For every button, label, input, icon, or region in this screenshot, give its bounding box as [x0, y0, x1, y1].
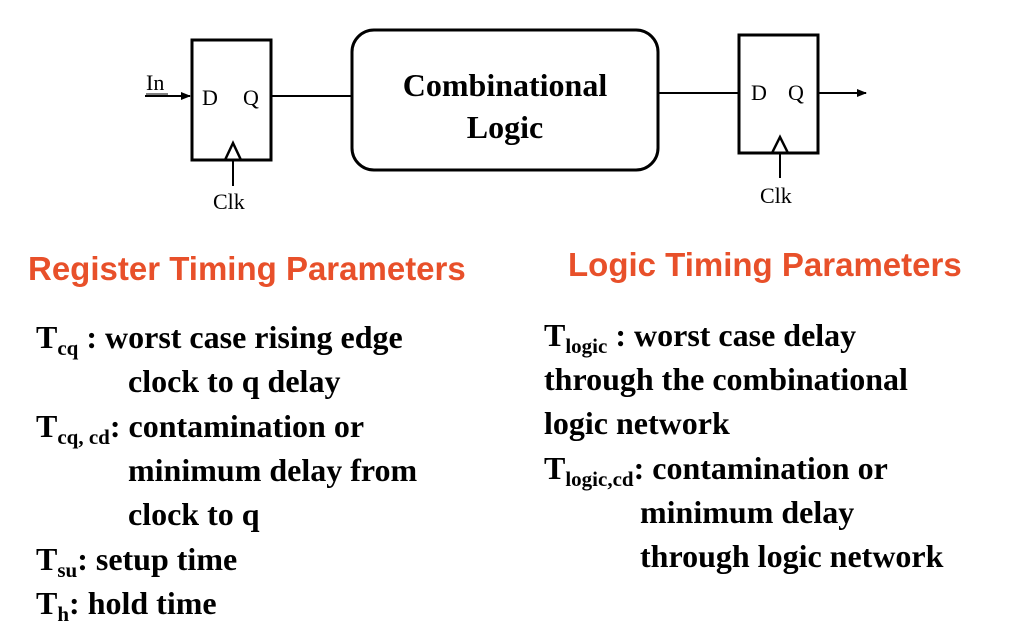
param-tcqcd-line3: clock to q	[128, 496, 260, 532]
param-th-subscript: h	[57, 602, 70, 626]
input-label: In	[146, 70, 164, 95]
flip-flop-1-box	[190, 38, 273, 162]
param-tcqcd-symbol: T	[36, 408, 58, 444]
flip-flop-1-clock-triangle	[223, 140, 243, 161]
circuit-diagram: In D Q Clk Combinational Logic D Q Clk	[145, 28, 867, 214]
param-tcq-line1: : worst case rising edge	[78, 319, 403, 355]
param-th: Th: hold time	[36, 581, 217, 625]
param-tcq: Tcq : worst case rising edge clock to q …	[36, 315, 403, 403]
flip-flop-1: D Q Clk	[190, 38, 273, 214]
param-tlogiccd: Tlogic,cd: contamination or minimum dela…	[544, 446, 943, 578]
param-tlogiccd-line3: through logic network	[640, 538, 944, 574]
flip-flop-1-d-label: D	[202, 85, 218, 110]
param-tsu: Tsu: setup time	[36, 537, 237, 581]
param-tcq-subscript: cq	[57, 336, 79, 360]
param-tsu-subscript: su	[57, 558, 78, 582]
flip-flop-1-q-label: Q	[243, 85, 259, 110]
param-tlogiccd-line2: minimum delay	[640, 494, 855, 530]
param-tlogic-line1: : worst case delay	[607, 317, 857, 353]
register-timing-heading: Register Timing Parameters	[28, 250, 466, 287]
combinational-logic-block: Combinational Logic	[350, 28, 660, 172]
param-tcqcd-subscript: cq, cd	[57, 425, 110, 449]
param-tcqcd-line2: minimum delay from	[128, 452, 418, 488]
param-tcq-symbol: T	[36, 319, 58, 355]
logic-label-line2: Logic	[467, 109, 543, 145]
param-tlogic: Tlogic : worst case delay through the co…	[544, 313, 908, 445]
param-th-line1: : hold time	[69, 585, 217, 621]
param-tlogic-subscript: logic	[565, 334, 608, 358]
param-tcqcd: Tcq, cd: contamination or minimum delay …	[36, 404, 417, 536]
param-tcqcd-line1: : contamination or	[109, 408, 365, 444]
logic-timing-heading: Logic Timing Parameters	[568, 246, 962, 283]
param-tsu-line1: : setup time	[77, 541, 238, 577]
flip-flop-1-clk-label: Clk	[213, 189, 245, 214]
flip-flop-2: D Q Clk	[737, 33, 820, 208]
flip-flop-2-q-label: Q	[788, 80, 804, 105]
combinational-logic-box	[350, 28, 660, 172]
param-tlogiccd-subscript: logic,cd	[565, 467, 634, 491]
flip-flop-2-d-label: D	[751, 80, 767, 105]
param-tlogic-line2: through the combinational	[544, 361, 908, 397]
param-tlogic-line3: logic network	[544, 405, 730, 441]
param-tcq-line2: clock to q delay	[128, 363, 341, 399]
param-tlogiccd-symbol: T	[544, 450, 566, 486]
param-tlogic-symbol: T	[544, 317, 566, 353]
param-th-symbol: T	[36, 585, 58, 621]
flip-flop-2-clk-label: Clk	[760, 183, 792, 208]
param-tlogiccd-line1: : contamination or	[633, 450, 888, 486]
logic-label-line1: Combinational	[403, 67, 608, 103]
param-tsu-symbol: T	[36, 541, 58, 577]
flip-flop-2-clock-triangle	[770, 134, 790, 154]
